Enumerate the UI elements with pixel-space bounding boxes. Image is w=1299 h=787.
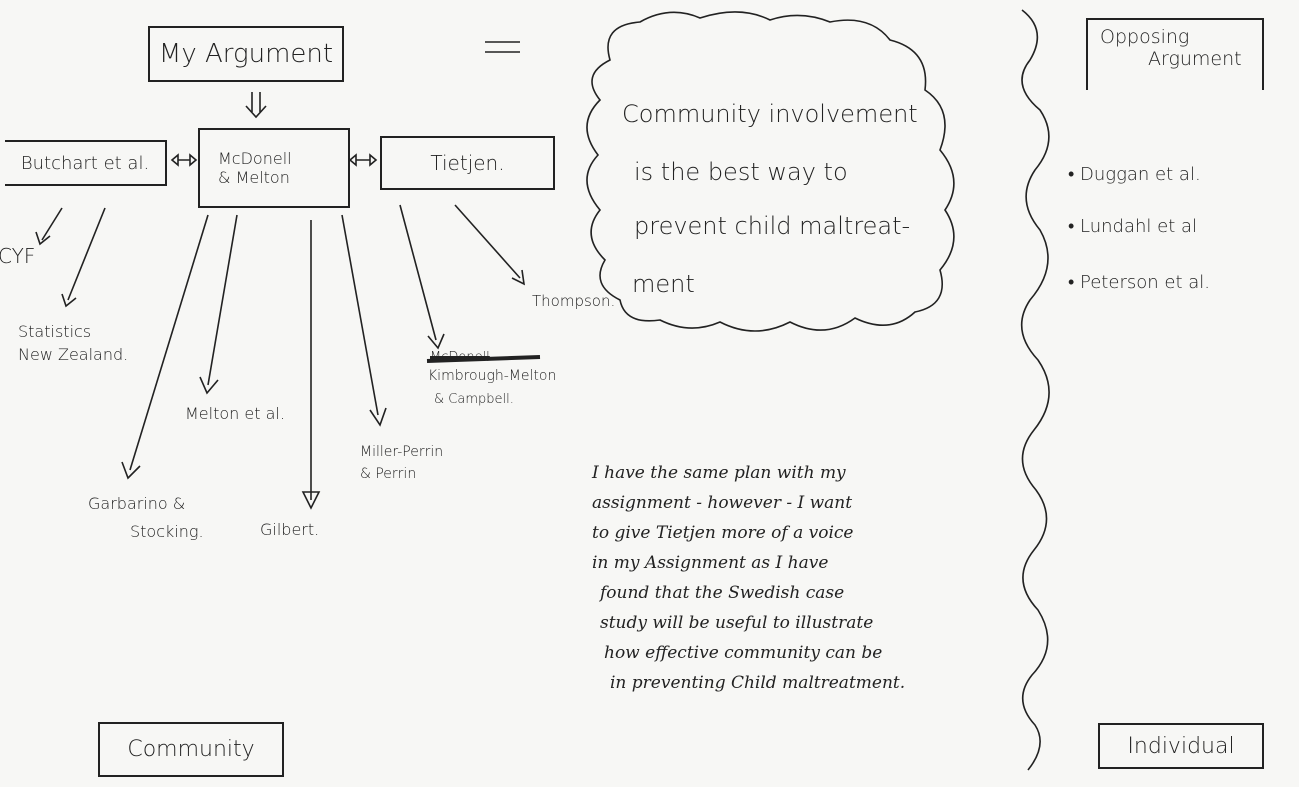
source-thompson: Thompson. bbox=[532, 292, 616, 310]
note-line-5: found that the Swedish case bbox=[600, 583, 845, 603]
node-tietjen-label: Tietjen. bbox=[430, 151, 505, 175]
source-garbarino-2: Stocking. bbox=[130, 522, 204, 541]
source-miller-2: & Perrin bbox=[360, 466, 417, 482]
note-line-3: to give Tietjen more of a voice bbox=[592, 523, 854, 543]
opposing-title-2: Argument bbox=[1148, 48, 1242, 70]
source-garbarino-1: Garbarino & bbox=[88, 494, 186, 513]
individual-box: Individual bbox=[1098, 723, 1264, 769]
note-line-7: how effective community can be bbox=[604, 643, 883, 663]
note-line-6: study will be useful to illustrate bbox=[600, 613, 874, 633]
source-kimbrough-2: & Campbell. bbox=[434, 392, 514, 407]
node-butchart: Butchart et al. bbox=[5, 140, 167, 186]
cloud-line-3: prevent child maltreat- bbox=[634, 212, 911, 240]
note-paragraph: I have the same plan with my assignment … bbox=[592, 458, 905, 698]
node-mcdonell-line1: McDonell bbox=[218, 149, 292, 168]
source-stats-1: Statistics bbox=[18, 322, 92, 341]
note-line-2: assignment - however - I want bbox=[592, 493, 853, 513]
cloud-line-1: Community involvement bbox=[622, 100, 918, 128]
node-tietjen: Tietjen. bbox=[380, 136, 555, 190]
node-butchart-label: Butchart et al. bbox=[20, 152, 150, 174]
cloud-line-4: ment bbox=[632, 270, 695, 298]
opposing-item-2: • Lundahl et al bbox=[1068, 216, 1198, 237]
opposing-item-3: • Peterson et al. bbox=[1068, 272, 1210, 293]
source-cyf: CYF bbox=[0, 244, 36, 268]
opposing-title-1: Opposing bbox=[1100, 26, 1190, 48]
source-melton: Melton et al. bbox=[185, 404, 285, 423]
source-miller-1: Miller-Perrin bbox=[360, 444, 444, 460]
divider-squiggle bbox=[1020, 9, 1050, 771]
source-kimbrough-1: Kimbrough-Melton bbox=[428, 368, 557, 384]
community-label: Community bbox=[127, 737, 255, 762]
cloud-line-2: is the best way to bbox=[634, 158, 848, 186]
node-mcdonell: McDonell & Melton bbox=[198, 128, 350, 208]
individual-label: Individual bbox=[1127, 733, 1235, 759]
opposing-item-1: • Duggan et al. bbox=[1068, 164, 1201, 185]
cloud-shape bbox=[586, 11, 955, 332]
source-gilbert: Gilbert. bbox=[260, 520, 320, 539]
community-box: Community bbox=[98, 722, 284, 777]
my-argument-label: My Argument bbox=[158, 39, 334, 69]
source-crossed-out: McDonell bbox=[430, 350, 490, 365]
note-line-1: I have the same plan with my bbox=[592, 463, 846, 483]
source-stats-2: New Zealand. bbox=[18, 345, 129, 364]
note-line-4: in my Assignment as I have bbox=[592, 553, 829, 573]
my-argument-box: My Argument bbox=[148, 26, 344, 82]
note-line-8: in preventing Child maltreatment. bbox=[610, 673, 906, 693]
opposing-argument-box: Opposing Argument bbox=[1086, 18, 1264, 90]
node-mcdonell-line2: & Melton bbox=[218, 168, 290, 187]
